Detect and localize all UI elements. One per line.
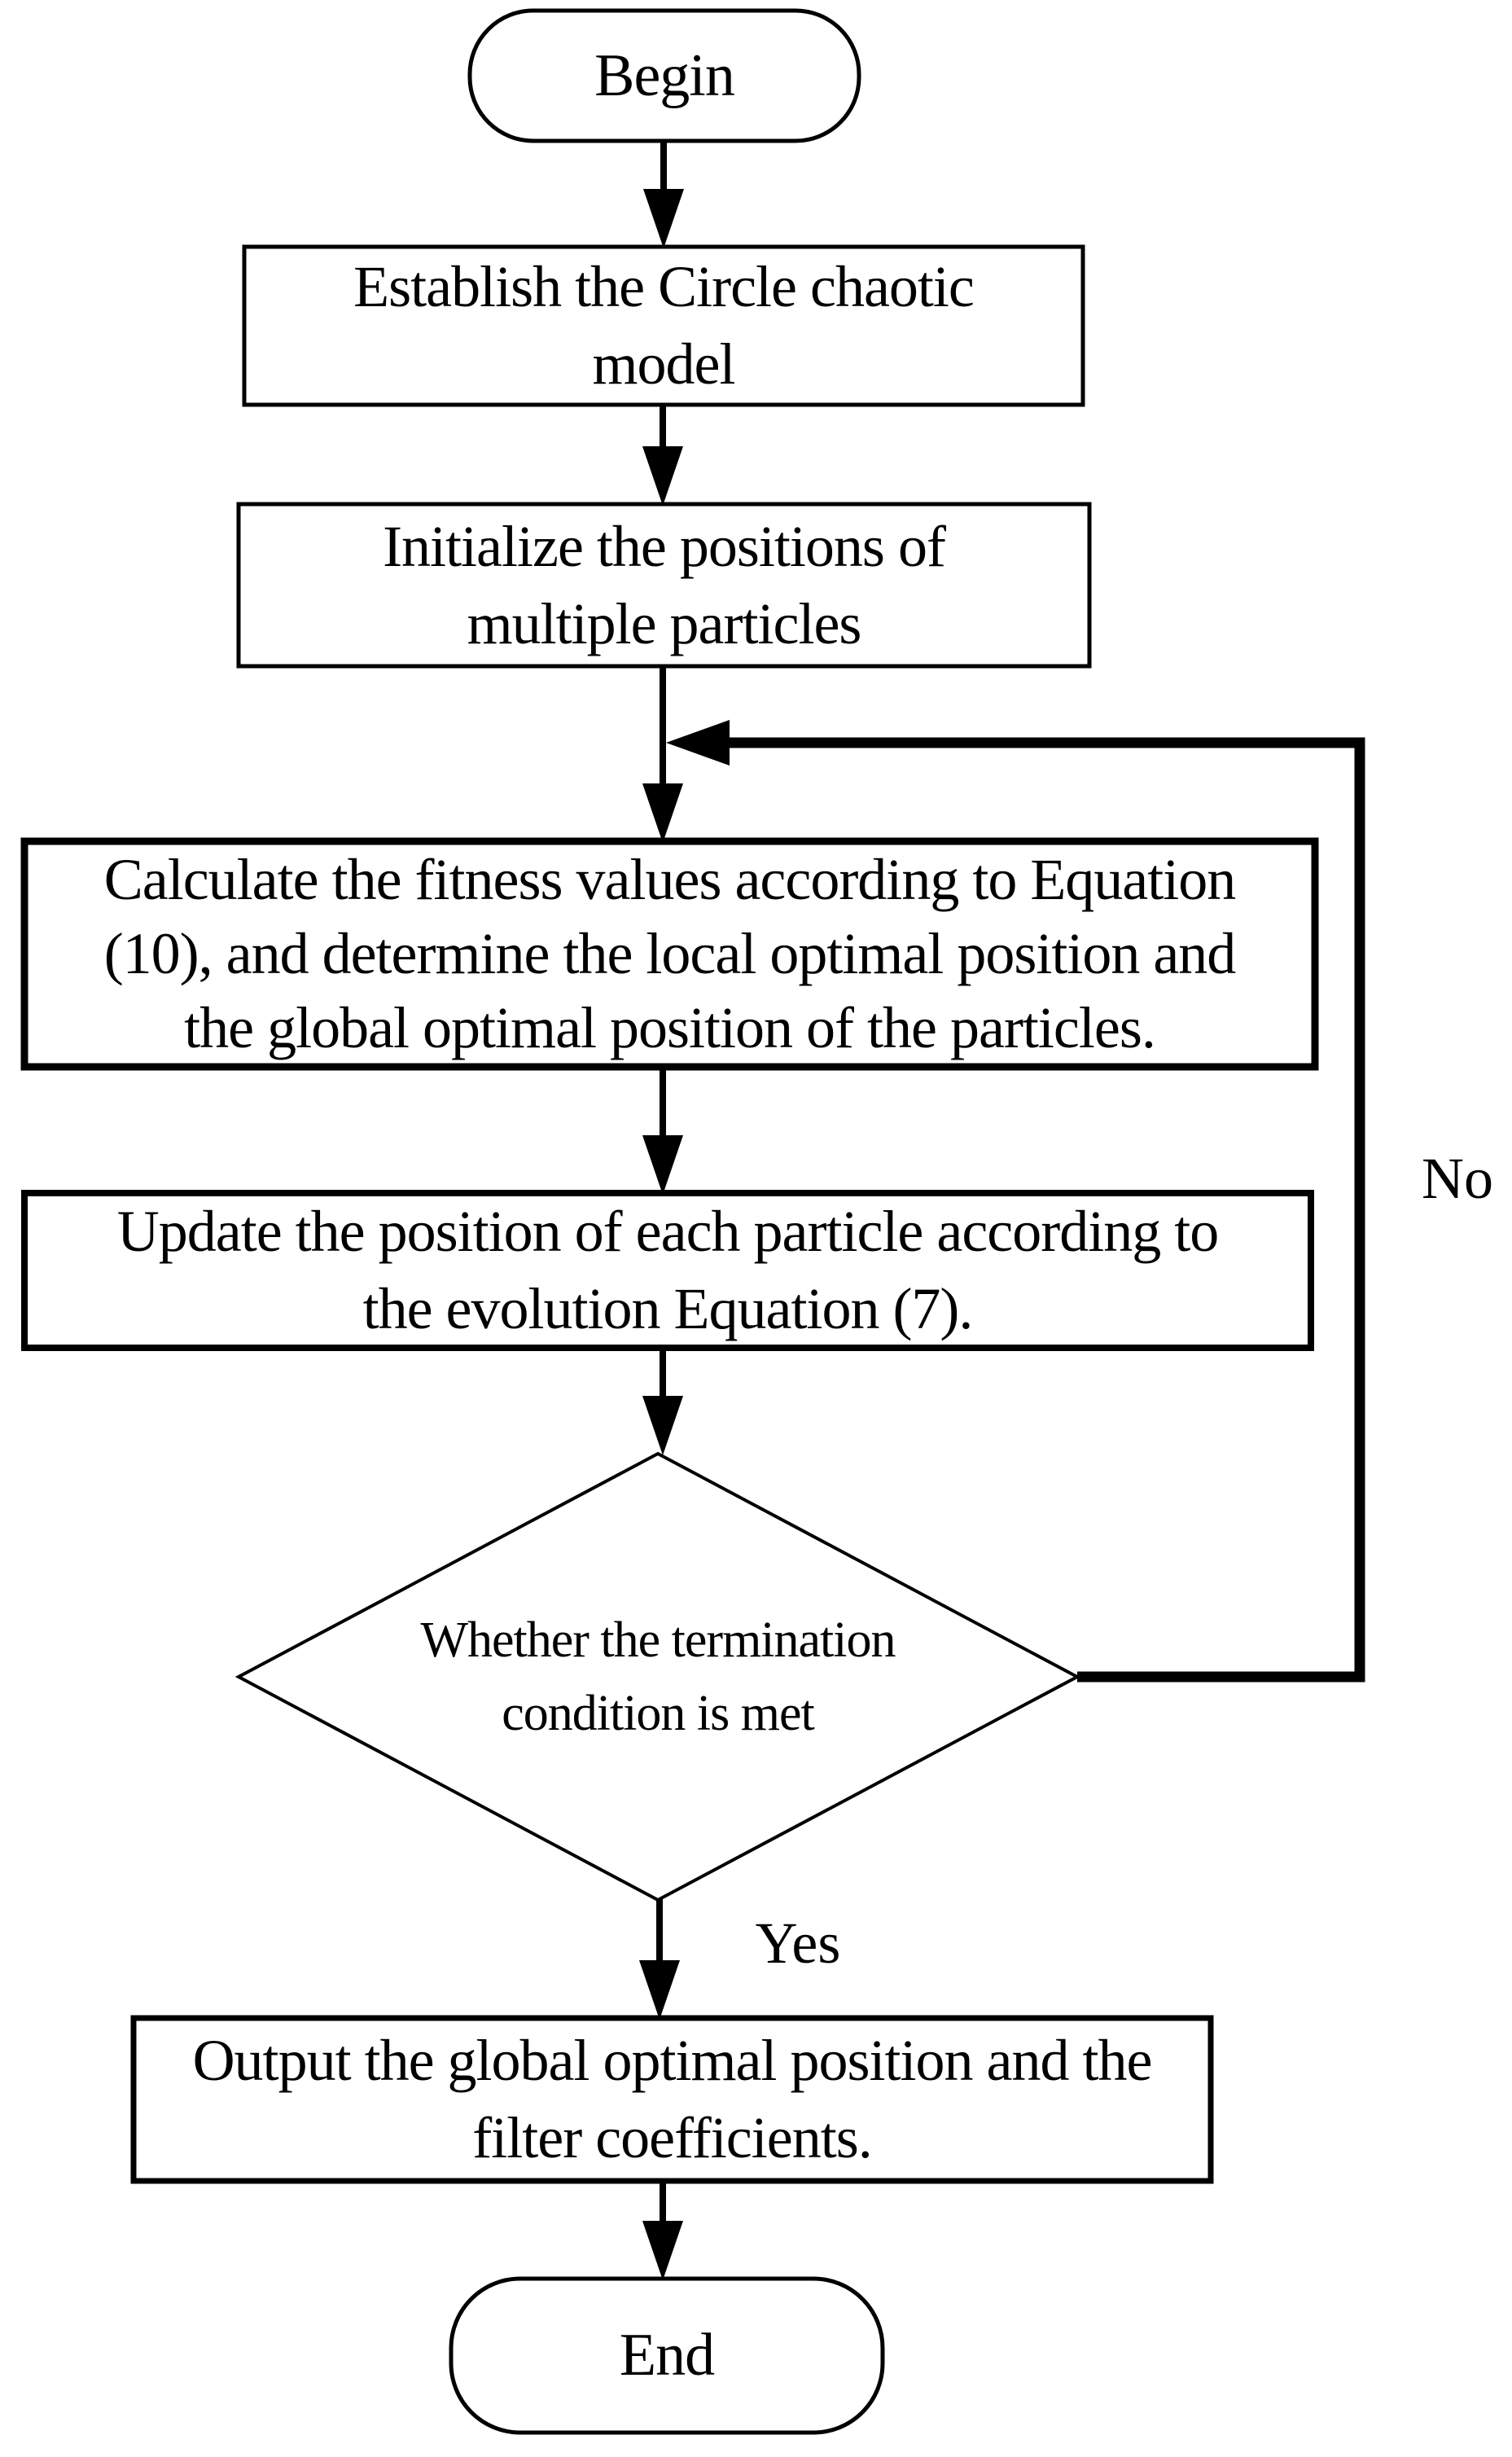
initialize-node-label: Initialize the positions of multiple par…: [239, 504, 1089, 666]
arrow-initialize-to-calculate: [642, 665, 683, 843]
update-node-label: Update the position of each particle acc…: [24, 1193, 1311, 1348]
calculate-label-line: the global optimal position of the parti…: [184, 995, 1156, 1060]
establish-label-line: Establish the Circle chaotic: [353, 254, 975, 319]
output-node-label: Output the global optimal position and t…: [134, 2018, 1211, 2181]
initialize-label-line: multiple particles: [467, 590, 862, 656]
update-node-shape: [21, 1190, 1314, 1351]
decision-label-line: Whether the termination: [420, 1612, 896, 1668]
output-node-shape: [130, 2015, 1214, 2184]
decision-diamond-shape: [234, 1451, 1081, 1902]
begin-node-shape: [467, 8, 861, 143]
end-node-label: End: [451, 2279, 883, 2433]
no-loop-arrowhead-icon: [666, 720, 730, 766]
calculate-node-label: Calculate the fitness values according t…: [24, 841, 1315, 1067]
arrow-calculate-to-update: [642, 1065, 683, 1195]
arrowhead-icon: [642, 1135, 683, 1195]
end-node-shape: [449, 2276, 885, 2435]
yes-edge-label: Yes: [755, 1910, 841, 1976]
arrowhead-icon: [642, 783, 683, 843]
arrow-begin-to-establish: [643, 139, 684, 248]
begin-label: Begin: [594, 42, 735, 109]
arrowhead-icon: [642, 2221, 683, 2280]
establish-label-line: model: [592, 331, 736, 397]
arrowhead-icon: [642, 1396, 683, 1455]
arrowhead-icon: [639, 1960, 680, 2020]
arrow-decision-to-output: [639, 1898, 680, 2020]
calculate-label-line: (10), and determine the local optimal po…: [103, 921, 1237, 986]
decision-label-line: condition is met: [502, 1686, 815, 1741]
no-edge-label: No: [1422, 1145, 1493, 1211]
begin-node-label: Begin: [470, 11, 859, 141]
arrowhead-icon: [643, 189, 684, 248]
output-label-line: filter coefficients.: [472, 2105, 872, 2170]
output-label-line: Output the global optimal position and t…: [192, 2028, 1153, 2093]
update-label-line: the evolution Equation (7).: [362, 1276, 974, 1341]
calculate-label-line: Calculate the fitness values according t…: [103, 847, 1237, 912]
establish-node-shape: [242, 244, 1085, 407]
arrow-output-to-end: [642, 2179, 683, 2280]
decision-node-label: Whether the termination condition is met: [239, 1454, 1077, 1900]
no-loop-path: [730, 737, 1365, 1683]
arrowhead-icon: [642, 446, 683, 506]
initialize-label-line: Initialize the positions of: [383, 513, 946, 579]
arrow-establish-to-initialize: [642, 403, 683, 506]
end-label: End: [619, 2322, 715, 2389]
establish-node-label: Establish the Circle chaotic model: [244, 247, 1083, 405]
calculate-node-shape: [20, 837, 1319, 1071]
arrow-update-to-decision: [642, 1346, 683, 1455]
initialize-node-shape: [236, 502, 1092, 669]
update-label-line: Update the position of each particle acc…: [116, 1199, 1219, 1264]
